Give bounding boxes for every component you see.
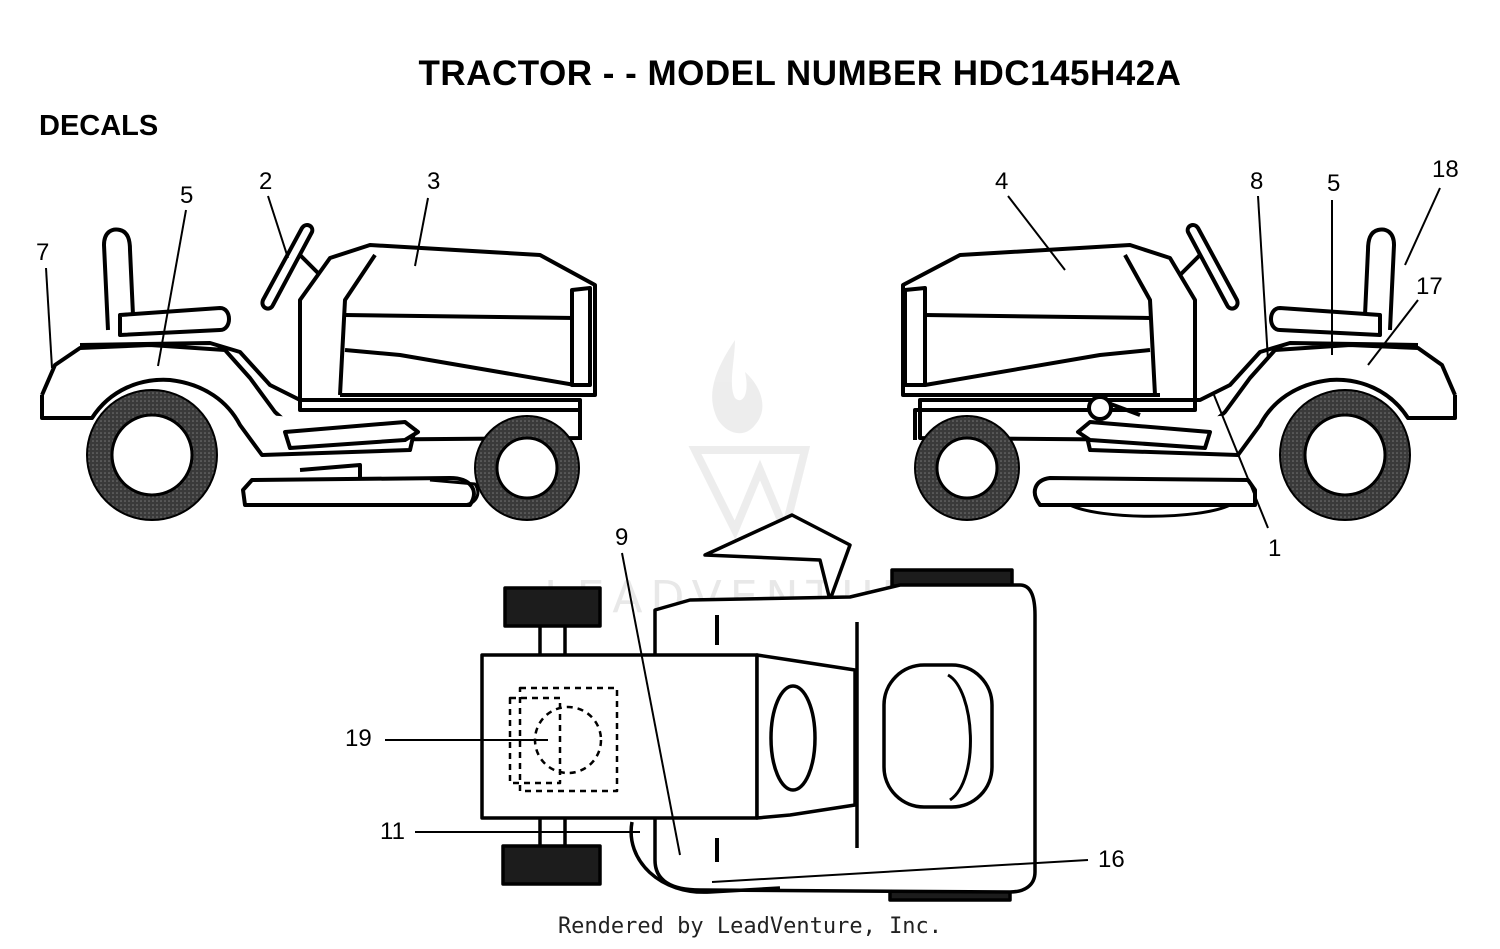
front-axle (538, 626, 567, 846)
callout-1: 1 (1268, 535, 1281, 562)
callout-numbers: 7 5 2 3 4 8 5 18 17 1 9 19 11 16 (36, 156, 1459, 873)
callout-3: 3 (427, 168, 440, 195)
pedal (283, 420, 420, 450)
callout-18: 18 (1432, 156, 1459, 183)
hood-top (480, 653, 759, 820)
decal-area (518, 686, 619, 793)
decal-area-outer (508, 696, 562, 785)
grille (570, 286, 592, 387)
lever-knob (1087, 395, 1113, 421)
callout-8: 8 (1250, 168, 1263, 195)
callout-9: 9 (615, 524, 628, 551)
section-heading: DECALS (39, 110, 159, 142)
callout-leaders (45, 187, 1441, 883)
steering-wheel (260, 223, 315, 311)
front-wheel-top (503, 586, 602, 628)
callout-5-right: 5 (1327, 170, 1340, 197)
deck-bottom (1069, 503, 1231, 518)
hood-panel (338, 253, 377, 396)
seat-top (882, 663, 994, 809)
steering-wheel (1185, 223, 1240, 311)
callout-4: 4 (995, 168, 1008, 195)
hood-vent (924, 348, 1151, 387)
callout-17: 17 (1416, 273, 1443, 300)
deck-outline-top (629, 821, 781, 894)
mower-deck (1032, 476, 1257, 507)
hood-line (344, 313, 576, 320)
right-rear-wheel (1279, 389, 1411, 521)
hood-line (924, 313, 1151, 320)
front-wheel-bottom (501, 844, 602, 886)
left-front-wheel (474, 415, 580, 521)
page-title: TRACTOR - - MODEL NUMBER HDC145H42A (0, 54, 1500, 94)
footer-credit: Rendered by LeadVenture, Inc. (557, 914, 943, 939)
seat-cushion (1269, 306, 1382, 337)
deck-support (299, 463, 362, 480)
left-rear-wheel (86, 389, 218, 521)
deck-chute-top (703, 513, 852, 602)
callout-2: 2 (259, 168, 272, 195)
callout-19: 19 (345, 725, 372, 752)
hood-panel (1123, 254, 1157, 396)
frame (298, 392, 582, 440)
page-title-text: TRACTOR - - MODEL NUMBER HDC145H42A (418, 54, 1182, 93)
seat-cushion (118, 306, 231, 337)
seat-back (102, 227, 135, 331)
steering-top (769, 684, 817, 792)
deck-chute (429, 478, 480, 507)
seat-back-top (947, 673, 972, 802)
hood-vent (344, 348, 576, 387)
tractor-top-view (480, 513, 1037, 902)
callout-7: 7 (36, 239, 49, 266)
callout-11: 11 (380, 818, 405, 845)
pedal (1076, 420, 1212, 450)
callout-16: 16 (1098, 846, 1125, 873)
hood (298, 243, 597, 397)
seat-back (1363, 227, 1396, 331)
right-front-wheel (914, 415, 1020, 521)
grille (903, 286, 927, 387)
callout-5-left: 5 (180, 182, 193, 209)
frame (913, 392, 1197, 440)
